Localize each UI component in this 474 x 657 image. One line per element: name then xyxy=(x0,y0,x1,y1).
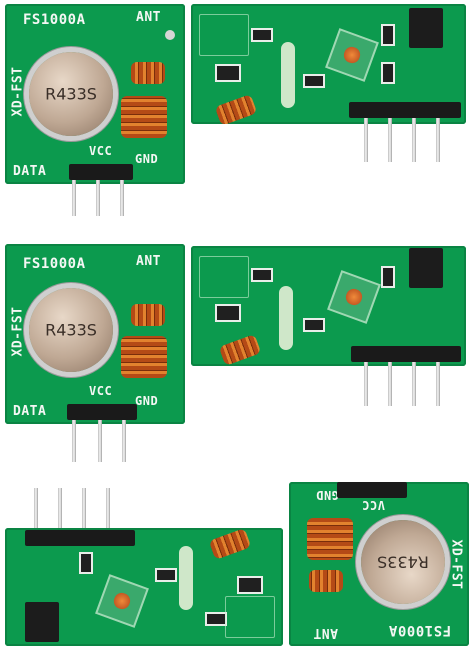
crystal-label: R433S xyxy=(45,84,97,104)
header-pin xyxy=(388,118,392,162)
model-label: FS1000A xyxy=(23,256,86,272)
vcc-label: VCC xyxy=(89,144,113,158)
receiver-board-1 xyxy=(191,4,466,124)
inductor-coil xyxy=(307,518,353,560)
smd-transistor xyxy=(237,576,263,594)
smd-resistor xyxy=(155,568,177,582)
header-pin xyxy=(96,180,100,216)
header-pin xyxy=(72,180,76,216)
header-pin xyxy=(436,118,440,162)
solder-pad xyxy=(165,30,175,40)
header-pin xyxy=(364,118,368,162)
header-pin xyxy=(98,420,102,462)
pcb-trace xyxy=(225,596,275,638)
header-pin xyxy=(412,362,416,406)
receiver-board-3 xyxy=(5,528,283,646)
header-pin xyxy=(72,420,76,462)
antenna-coil xyxy=(309,570,343,592)
vcc-label: VCC xyxy=(89,384,113,398)
ant-label: ANT xyxy=(136,10,161,25)
pin-header xyxy=(69,164,133,180)
header-pin xyxy=(58,488,62,532)
transmitter-board-2: FS1000A ANT XD-FST R433S VCC GND DATA xyxy=(5,244,185,424)
pin-header xyxy=(351,346,461,362)
inductor-coil xyxy=(121,336,167,378)
saw-resonator: R433S xyxy=(29,288,113,372)
inductor-core xyxy=(344,287,364,307)
green-inductor xyxy=(279,286,293,350)
inductor-coil xyxy=(121,96,167,138)
header-pin xyxy=(364,362,368,406)
receiver-ic xyxy=(409,248,443,288)
gnd-label: GND xyxy=(135,394,159,408)
tunable-inductor xyxy=(327,270,381,324)
smd-resistor xyxy=(251,268,273,282)
inductor-core xyxy=(112,591,132,611)
ant-label: ANT xyxy=(313,625,338,640)
green-inductor xyxy=(281,42,295,108)
ant-label: ANT xyxy=(136,254,161,269)
header-pin xyxy=(120,180,124,216)
small-coil xyxy=(208,528,252,560)
pin-header xyxy=(337,482,407,498)
saw-resonator: R433S xyxy=(361,520,445,604)
smd-resistor xyxy=(205,612,227,626)
inductor-core xyxy=(342,45,362,65)
crystal-label: R433S xyxy=(377,552,429,572)
pcb-trace xyxy=(199,256,249,298)
model-label: FS1000A xyxy=(23,12,86,28)
transmitter-board-1: FS1000A ANT XD-FST R433S VCC GND DATA xyxy=(5,4,185,184)
antenna-coil xyxy=(131,62,165,84)
crystal-label: R433S xyxy=(45,320,97,340)
smd-resistor xyxy=(381,24,395,46)
pcb-trace xyxy=(199,14,249,56)
receiver-ic xyxy=(409,8,443,48)
gnd-label: GND xyxy=(315,488,339,502)
header-pin xyxy=(412,118,416,162)
model-label: FS1000A xyxy=(388,622,451,638)
receiver-ic xyxy=(25,602,59,642)
tunable-inductor xyxy=(325,28,379,82)
header-pin xyxy=(106,488,110,532)
smd-resistor xyxy=(303,318,325,332)
gnd-label: GND xyxy=(135,152,159,166)
brand-label: XD-FST xyxy=(10,66,26,117)
smd-resistor xyxy=(303,74,325,88)
antenna-coil xyxy=(131,304,165,326)
header-pin xyxy=(436,362,440,406)
header-pin xyxy=(34,488,38,532)
pin-header xyxy=(25,530,135,546)
saw-resonator: R433S xyxy=(29,52,113,136)
green-inductor xyxy=(179,546,193,610)
header-pin xyxy=(122,420,126,462)
header-pin xyxy=(82,488,86,532)
data-label: DATA xyxy=(13,164,47,179)
receiver-board-2 xyxy=(191,246,466,366)
header-pin xyxy=(388,362,392,406)
brand-label: XD-FST xyxy=(10,306,26,357)
brand-label: XD-FST xyxy=(448,539,464,590)
smd-resistor xyxy=(381,62,395,84)
vcc-label: VCC xyxy=(361,498,385,512)
smd-resistor xyxy=(381,266,395,288)
smd-resistor xyxy=(79,552,93,574)
tunable-inductor xyxy=(95,574,149,628)
pin-header xyxy=(349,102,461,118)
smd-transistor xyxy=(215,304,241,322)
smd-transistor xyxy=(215,64,241,82)
pin-header xyxy=(67,404,137,420)
small-coil xyxy=(218,334,262,366)
small-coil xyxy=(214,94,258,124)
smd-resistor xyxy=(251,28,273,42)
transmitter-board-3: FS1000A ANT XD-FST R433S VCC GND xyxy=(289,482,469,646)
data-label: DATA xyxy=(13,404,47,419)
